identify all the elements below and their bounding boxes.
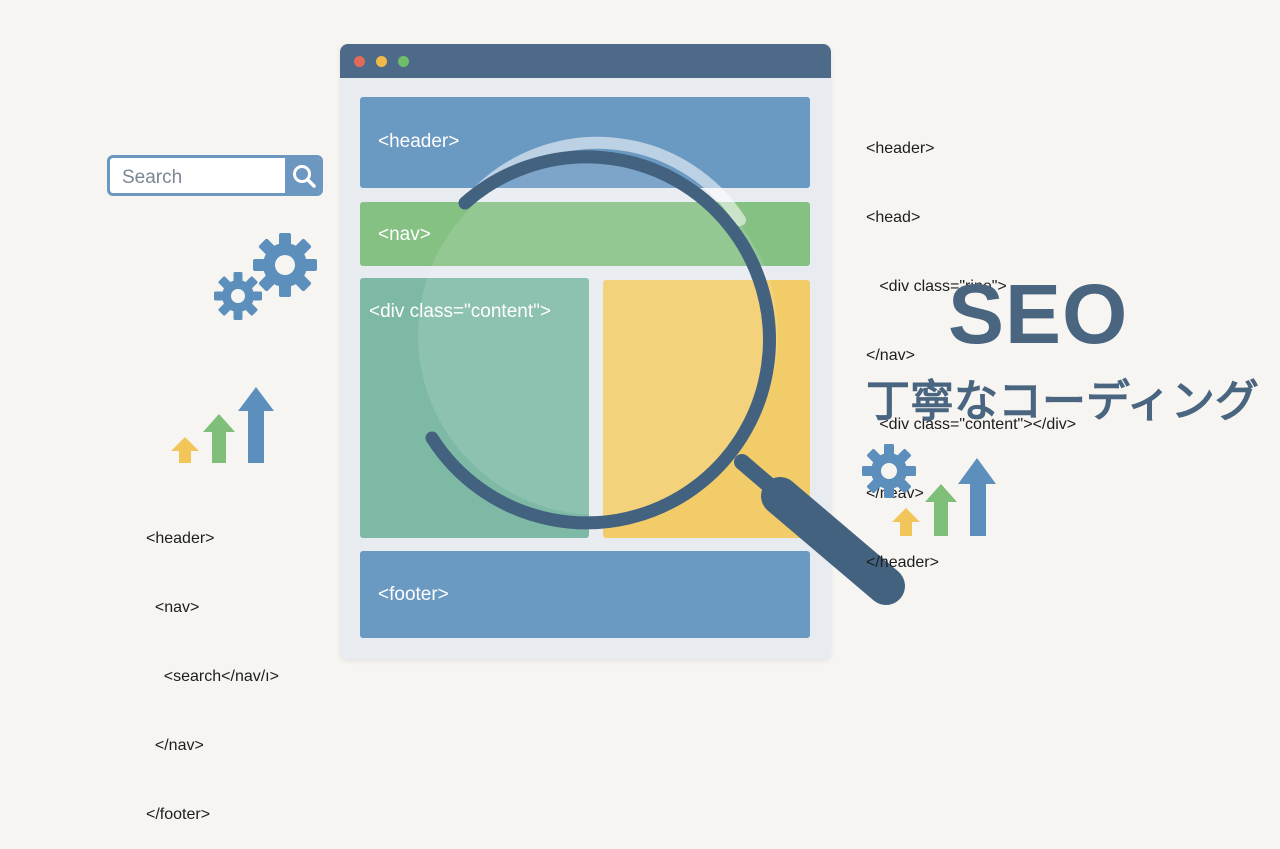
footer-block: <footer>: [360, 551, 810, 638]
code-line: <nav>: [146, 599, 200, 616]
arrow-up-icon: [892, 458, 996, 536]
code-line: <header>: [146, 530, 215, 547]
code-line: </nav>: [866, 347, 915, 364]
search-box[interactable]: Search: [107, 155, 323, 196]
minimize-dot: [376, 56, 387, 67]
seo-title: SEO: [948, 267, 1129, 361]
code-line: <search</nav/ı>: [146, 668, 279, 685]
arrow-up-icon: [171, 387, 274, 463]
code-snippet-right: <header> <head> <div class="rine"> </nav…: [866, 91, 1076, 597]
content-block: <div class="content">: [360, 278, 589, 538]
search-placeholder: Search: [122, 167, 183, 188]
code-line: <div class="rine">: [866, 278, 1007, 295]
code-line: </footer>: [146, 806, 211, 823]
code-line: <div class="content"></div>: [866, 416, 1077, 433]
sidebar-block: [603, 280, 810, 538]
nav-block: <nav>: [360, 202, 810, 266]
code-line: </neav>: [866, 485, 924, 502]
maximize-dot: [398, 56, 409, 67]
close-dot: [354, 56, 365, 67]
code-line: <header>: [866, 140, 935, 157]
browser-window: <header> <nav> <div class="content"> <fo…: [340, 44, 831, 659]
search-icon: [293, 165, 316, 188]
code-line: <head>: [866, 209, 921, 226]
gear-icon: [862, 444, 916, 498]
code-line: </header>: [866, 554, 939, 571]
gear-icon: [214, 272, 262, 320]
code-snippet-left: <header> <nav> <search</nav/ı> </nav> </…: [146, 481, 279, 849]
content-label: <div class="content">: [369, 301, 551, 322]
header-label: <header>: [378, 131, 460, 152]
footer-label: <footer>: [378, 584, 449, 605]
gear-icon: [253, 233, 317, 297]
header-block: <header>: [360, 97, 810, 188]
nav-label: <nav>: [378, 224, 431, 245]
code-line: </nav>: [146, 737, 204, 754]
browser-title-bar: [340, 44, 831, 78]
search-button[interactable]: [285, 158, 320, 193]
seo-subtitle: 丁寧なコーディング: [866, 376, 1259, 427]
